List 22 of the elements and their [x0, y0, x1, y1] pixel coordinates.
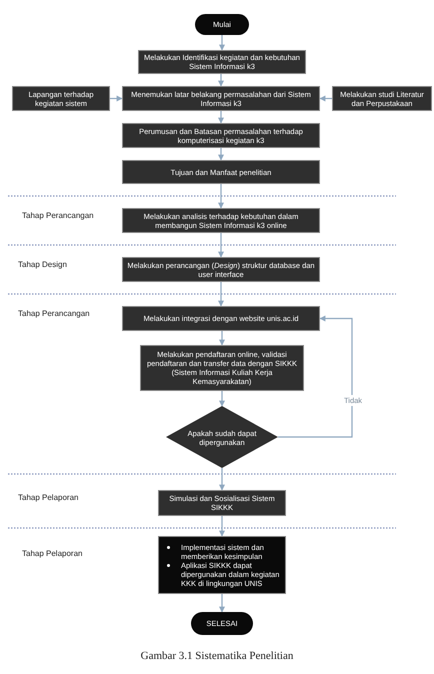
arrow	[110, 96, 123, 102]
arrow	[219, 516, 225, 537]
arrow	[219, 594, 225, 613]
phase-label: Tahap Design	[18, 260, 67, 269]
figure-caption: Gambar 3.1 Sistematika Penelitian	[140, 650, 294, 662]
arrow	[218, 282, 224, 307]
process-box	[158, 536, 286, 594]
arrow	[218, 233, 224, 258]
arrow	[278, 316, 353, 438]
phase-label: Tahap Pelaporan	[18, 493, 78, 502]
phase-label: Tahap Pelaporan	[22, 549, 82, 558]
arrow	[218, 74, 224, 87]
arrow	[319, 96, 332, 102]
arrow	[218, 148, 224, 161]
arrow	[219, 331, 225, 346]
phase-label: Tahap Perancangan	[18, 309, 90, 318]
arrow	[219, 391, 225, 407]
arrow	[219, 35, 225, 51]
phase-label: Tahap Perancangan	[22, 211, 94, 220]
arrow	[218, 184, 224, 209]
arrow	[219, 468, 225, 491]
arrow	[218, 111, 224, 124]
